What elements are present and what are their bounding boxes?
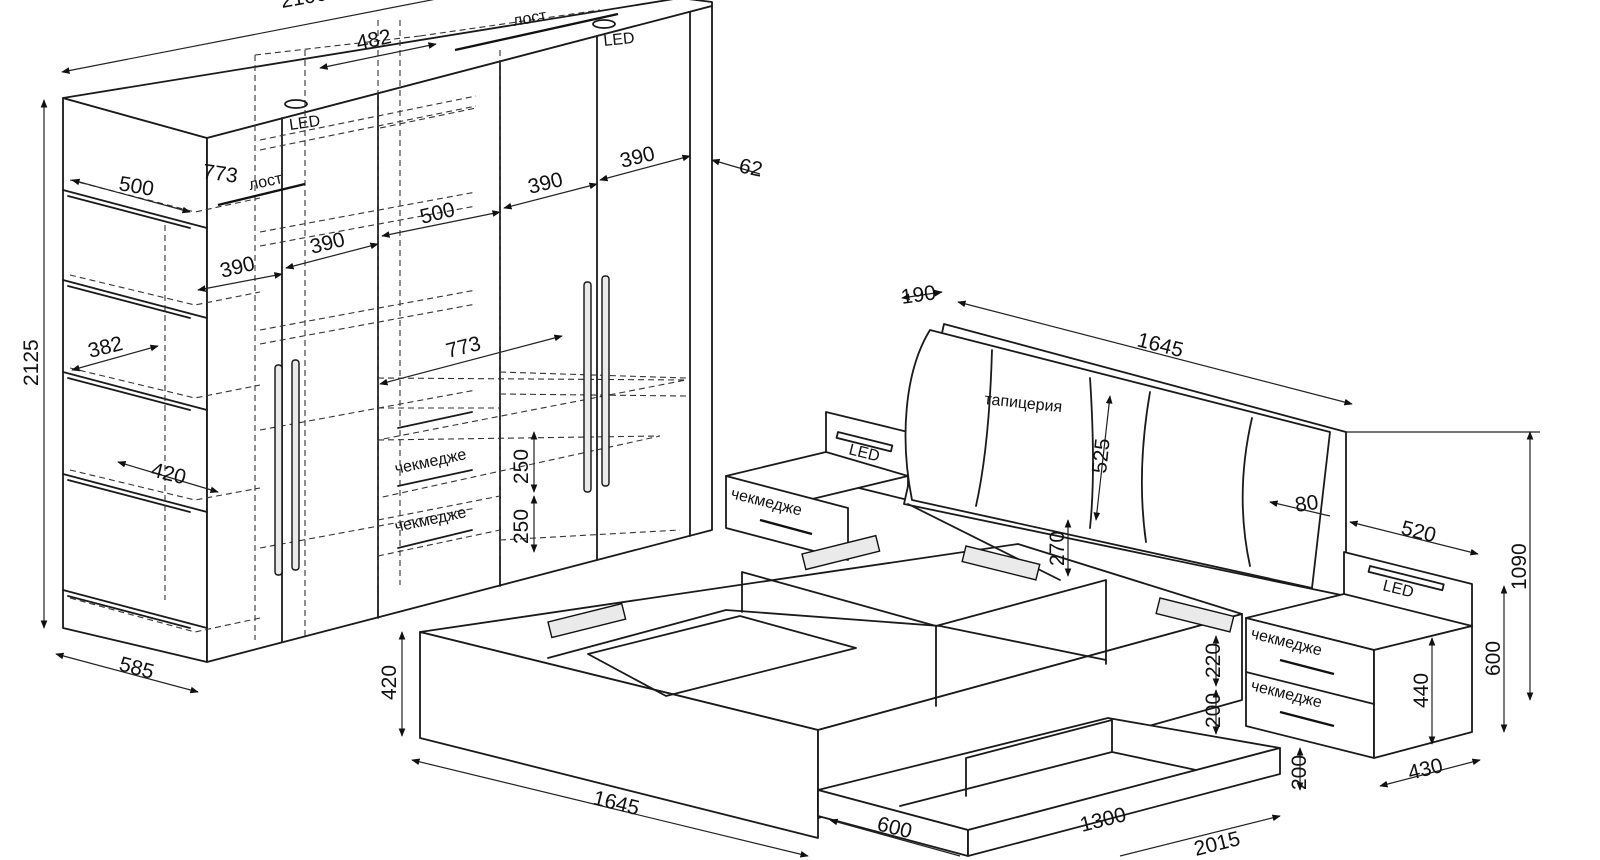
led-label-top: LED [603, 30, 636, 50]
hanging-rail-top [454, 12, 619, 52]
interior-drawer-pull-3 [397, 529, 473, 549]
wardrobe [62, 0, 713, 663]
wardrobe-width-label: 2100 [279, 0, 329, 13]
slat-handle-2 [801, 534, 881, 571]
nightstand-right [1245, 551, 1473, 759]
dim-773-left: 773 [201, 160, 239, 188]
headboard-width-label: 1645 [1135, 329, 1186, 363]
interior-drawer-pull-1 [397, 411, 473, 429]
wardrobe-height-label: 2125 [20, 339, 43, 386]
interior-drawer-pull-2 [397, 469, 473, 487]
bed-length-label: 2015 [1192, 827, 1243, 860]
door-handle-4 [601, 275, 610, 487]
nightstand-right-drawer-pull-2 [1279, 710, 1335, 728]
led-light-left-icon [284, 99, 308, 109]
slat-handle-3 [961, 545, 1041, 581]
nightstand-right-drawer-divider [1245, 671, 1375, 705]
nightstand-right-total-height-label: 1090 [1508, 543, 1531, 590]
nightstand-right-width-label: 520 [1399, 517, 1439, 548]
bed-side-220-label: 220 [1202, 643, 1225, 678]
led-label-left: LED [288, 113, 321, 134]
nightstand-right-led-strip-icon [1367, 565, 1445, 592]
bed-side-200-label: 200 [1202, 693, 1225, 728]
door-handle-3 [583, 281, 592, 493]
nightstand-right-drawer-pull-1 [1279, 658, 1335, 676]
slat-handle-1 [547, 602, 627, 639]
dim-62: 62 [737, 154, 765, 181]
nightstand-left-drawer-front [725, 475, 849, 561]
door-handle-2 [291, 359, 300, 571]
dim-250-top: 250 [510, 449, 533, 484]
headboard-offset-label: 80 [1293, 491, 1319, 517]
bed-drawer-height-label: 200 [1288, 755, 1311, 790]
nightstand-right-dimensions [1346, 431, 1540, 788]
nightstand-left-drawer-pull [759, 518, 813, 536]
nightstand-left [725, 411, 909, 561]
wardrobe-depth-label: 585 [117, 653, 157, 684]
bed-height-label: 420 [378, 665, 401, 700]
nightstand-right-drawers-height-label: 440 [1410, 673, 1433, 708]
rail-label-top: лост [512, 7, 549, 30]
headboard-thickness-label: 190 [899, 281, 937, 309]
bed-dimensions [398, 289, 1353, 858]
headboard-gap-label: 270 [1046, 531, 1069, 566]
headboard-cushion-height-label: 525 [1088, 437, 1115, 474]
bed [419, 323, 1347, 857]
door-handle-1 [274, 364, 283, 576]
dim-250-bottom: 250 [510, 509, 533, 544]
nightstand-right-depth-label: 430 [1406, 754, 1446, 785]
slat-handle-4 [1155, 597, 1235, 633]
led-light-top-icon [592, 19, 616, 29]
nightstand-left-led-strip-icon [835, 431, 894, 453]
wardrobe-dimensions [40, 0, 761, 694]
rail-label-left: лост [247, 170, 284, 194]
nightstand-right-height-label: 600 [1482, 641, 1505, 676]
bed-drawer-side [967, 747, 1281, 857]
hanging-rail-left [217, 182, 306, 207]
